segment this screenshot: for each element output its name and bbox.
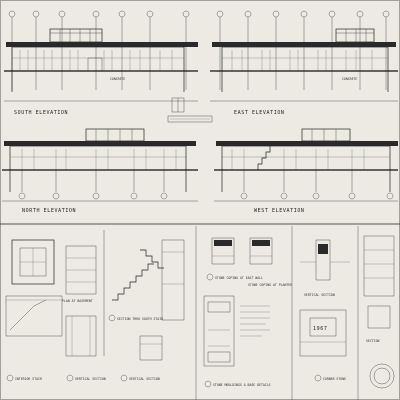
section-right-title: SECTION xyxy=(366,339,380,343)
corner-stone-detail: 1967 CORNER STONE xyxy=(299,309,347,382)
vertical-section-c-title: VERTICAL SECTION xyxy=(304,293,335,297)
east-elevation-title: EAST ELEVATION xyxy=(234,110,285,116)
north-elevation-title: NORTH ELEVATION xyxy=(22,208,76,214)
plan-basement-detail: PLAN AT BASEMENT VERTICAL SECTION xyxy=(62,245,106,382)
corner-stone-title: CORNER STONE xyxy=(323,377,346,381)
south-elevation-drawing: CONCRETE xyxy=(4,10,198,102)
right-strip-details: SECTION xyxy=(357,226,395,400)
west-elevation-drawing xyxy=(214,128,398,202)
stone-coping-east-title: STONE COPING AT EAST WALL xyxy=(215,276,263,280)
interior-stair-detail: INTERIOR STAIR xyxy=(5,239,63,382)
corner-stone-year: 1967 xyxy=(313,326,327,332)
vertical-section-c-detail: VERTICAL SECTION xyxy=(300,239,350,297)
plan-basement-title: PLAN AT BASEMENT xyxy=(62,299,93,303)
stone-mouldings-title: STONE MOULDINGS & BASE DETAILS xyxy=(213,383,271,387)
stone-coping-planter-title: STONE COPING AT PLANTER xyxy=(248,283,292,287)
note-concrete-2: CONCRETE xyxy=(342,77,357,81)
vertical-section-a-title: VERTICAL SECTION xyxy=(75,377,106,381)
south-stair-section-title: SECTION THRU SOUTH STAIR xyxy=(117,317,163,321)
note-concrete-1: CONCRETE xyxy=(110,77,125,81)
south-stair-section-detail: SECTION THRU SOUTH STAIR VERTICAL SECTIO… xyxy=(103,230,185,382)
interior-stair-title: INTERIOR STAIR xyxy=(15,377,42,381)
vertical-section-b-title: VERTICAL SECTION xyxy=(129,377,160,381)
center-wall-detail xyxy=(167,97,213,123)
stone-mouldings-detail: STONE MOULDINGS & BASE DETAILS xyxy=(203,295,271,388)
south-elevation-title: SOUTH ELEVATION xyxy=(14,110,68,116)
west-elevation-title: WEST ELEVATION xyxy=(254,208,305,214)
stone-coping-details: STONE COPING AT EAST WALL STONE COPING A… xyxy=(206,237,292,287)
east-elevation-drawing: CONCRETE xyxy=(210,10,398,102)
north-elevation-drawing xyxy=(2,128,198,202)
